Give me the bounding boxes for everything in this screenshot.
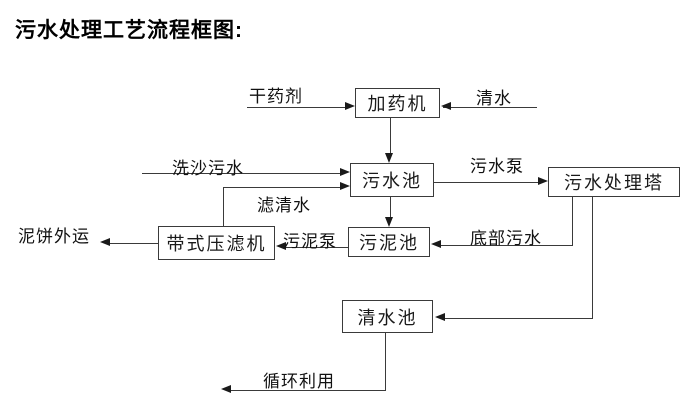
edge-recycling-line	[230, 390, 386, 391]
label-sludge-pump: 污泥泵	[283, 232, 337, 251]
arrow-left-icon	[100, 238, 110, 246]
edge-clean-water-line	[443, 107, 537, 108]
edge-tower-to-clean-line	[443, 318, 593, 319]
edge-filtered-water-riser	[223, 187, 224, 226]
arrow-left-icon	[435, 313, 445, 321]
arrow-left-icon	[441, 102, 451, 110]
label-mud-cake-outbound: 泥饼外运	[18, 227, 90, 246]
arrow-down-icon	[385, 153, 393, 163]
edge-dosing-to-sewage-line	[390, 118, 391, 156]
label-filtered-water: 滤清水	[257, 196, 311, 215]
label-sand-washing-sewage: 洗沙污水	[172, 159, 244, 178]
arrow-left-icon	[221, 385, 231, 393]
edge-bottom-sewage-line	[439, 245, 573, 246]
edge-filtered-water-line	[223, 187, 342, 188]
edge-recycling-riser	[385, 333, 386, 390]
arrow-left-icon	[431, 240, 441, 248]
edge-sludge-pump-line	[285, 247, 348, 248]
edge-dry-chemical-line	[247, 107, 347, 108]
edge-mud-cake-line	[108, 243, 158, 244]
label-clean-water: 清水	[476, 89, 512, 108]
arrow-right-icon	[340, 168, 350, 176]
node-dosing-machine: 加药机	[355, 88, 440, 118]
edge-sewage-to-sludge-line	[390, 197, 391, 220]
edge-bottom-sewage-riser	[572, 197, 573, 245]
edge-tower-to-clean-riser	[592, 197, 593, 318]
label-dry-chemical: 干药剂	[249, 87, 303, 106]
node-sewage-pool: 污水池	[350, 163, 434, 197]
arrow-down-icon	[385, 217, 393, 227]
arrow-right-icon	[538, 177, 548, 185]
arrow-right-icon	[345, 102, 355, 110]
node-clean-water-pool: 清水池	[342, 300, 433, 333]
edge-sand-washing-line	[142, 173, 342, 174]
label-bottom-sewage: 底部污水	[470, 229, 542, 248]
arrow-right-icon	[340, 182, 350, 190]
node-belt-filter-press: 带式压滤机	[158, 226, 275, 260]
diagram-title: 污水处理工艺流程框图:	[15, 19, 243, 42]
edge-sewage-pump-line	[434, 182, 540, 183]
arrow-left-icon	[276, 242, 286, 250]
node-sludge-pool: 污泥池	[348, 227, 430, 257]
node-sewage-treatment-tower: 污水处理塔	[548, 167, 680, 197]
label-sewage-pump: 污水泵	[470, 157, 524, 176]
label-recycling: 循环利用	[263, 372, 335, 391]
